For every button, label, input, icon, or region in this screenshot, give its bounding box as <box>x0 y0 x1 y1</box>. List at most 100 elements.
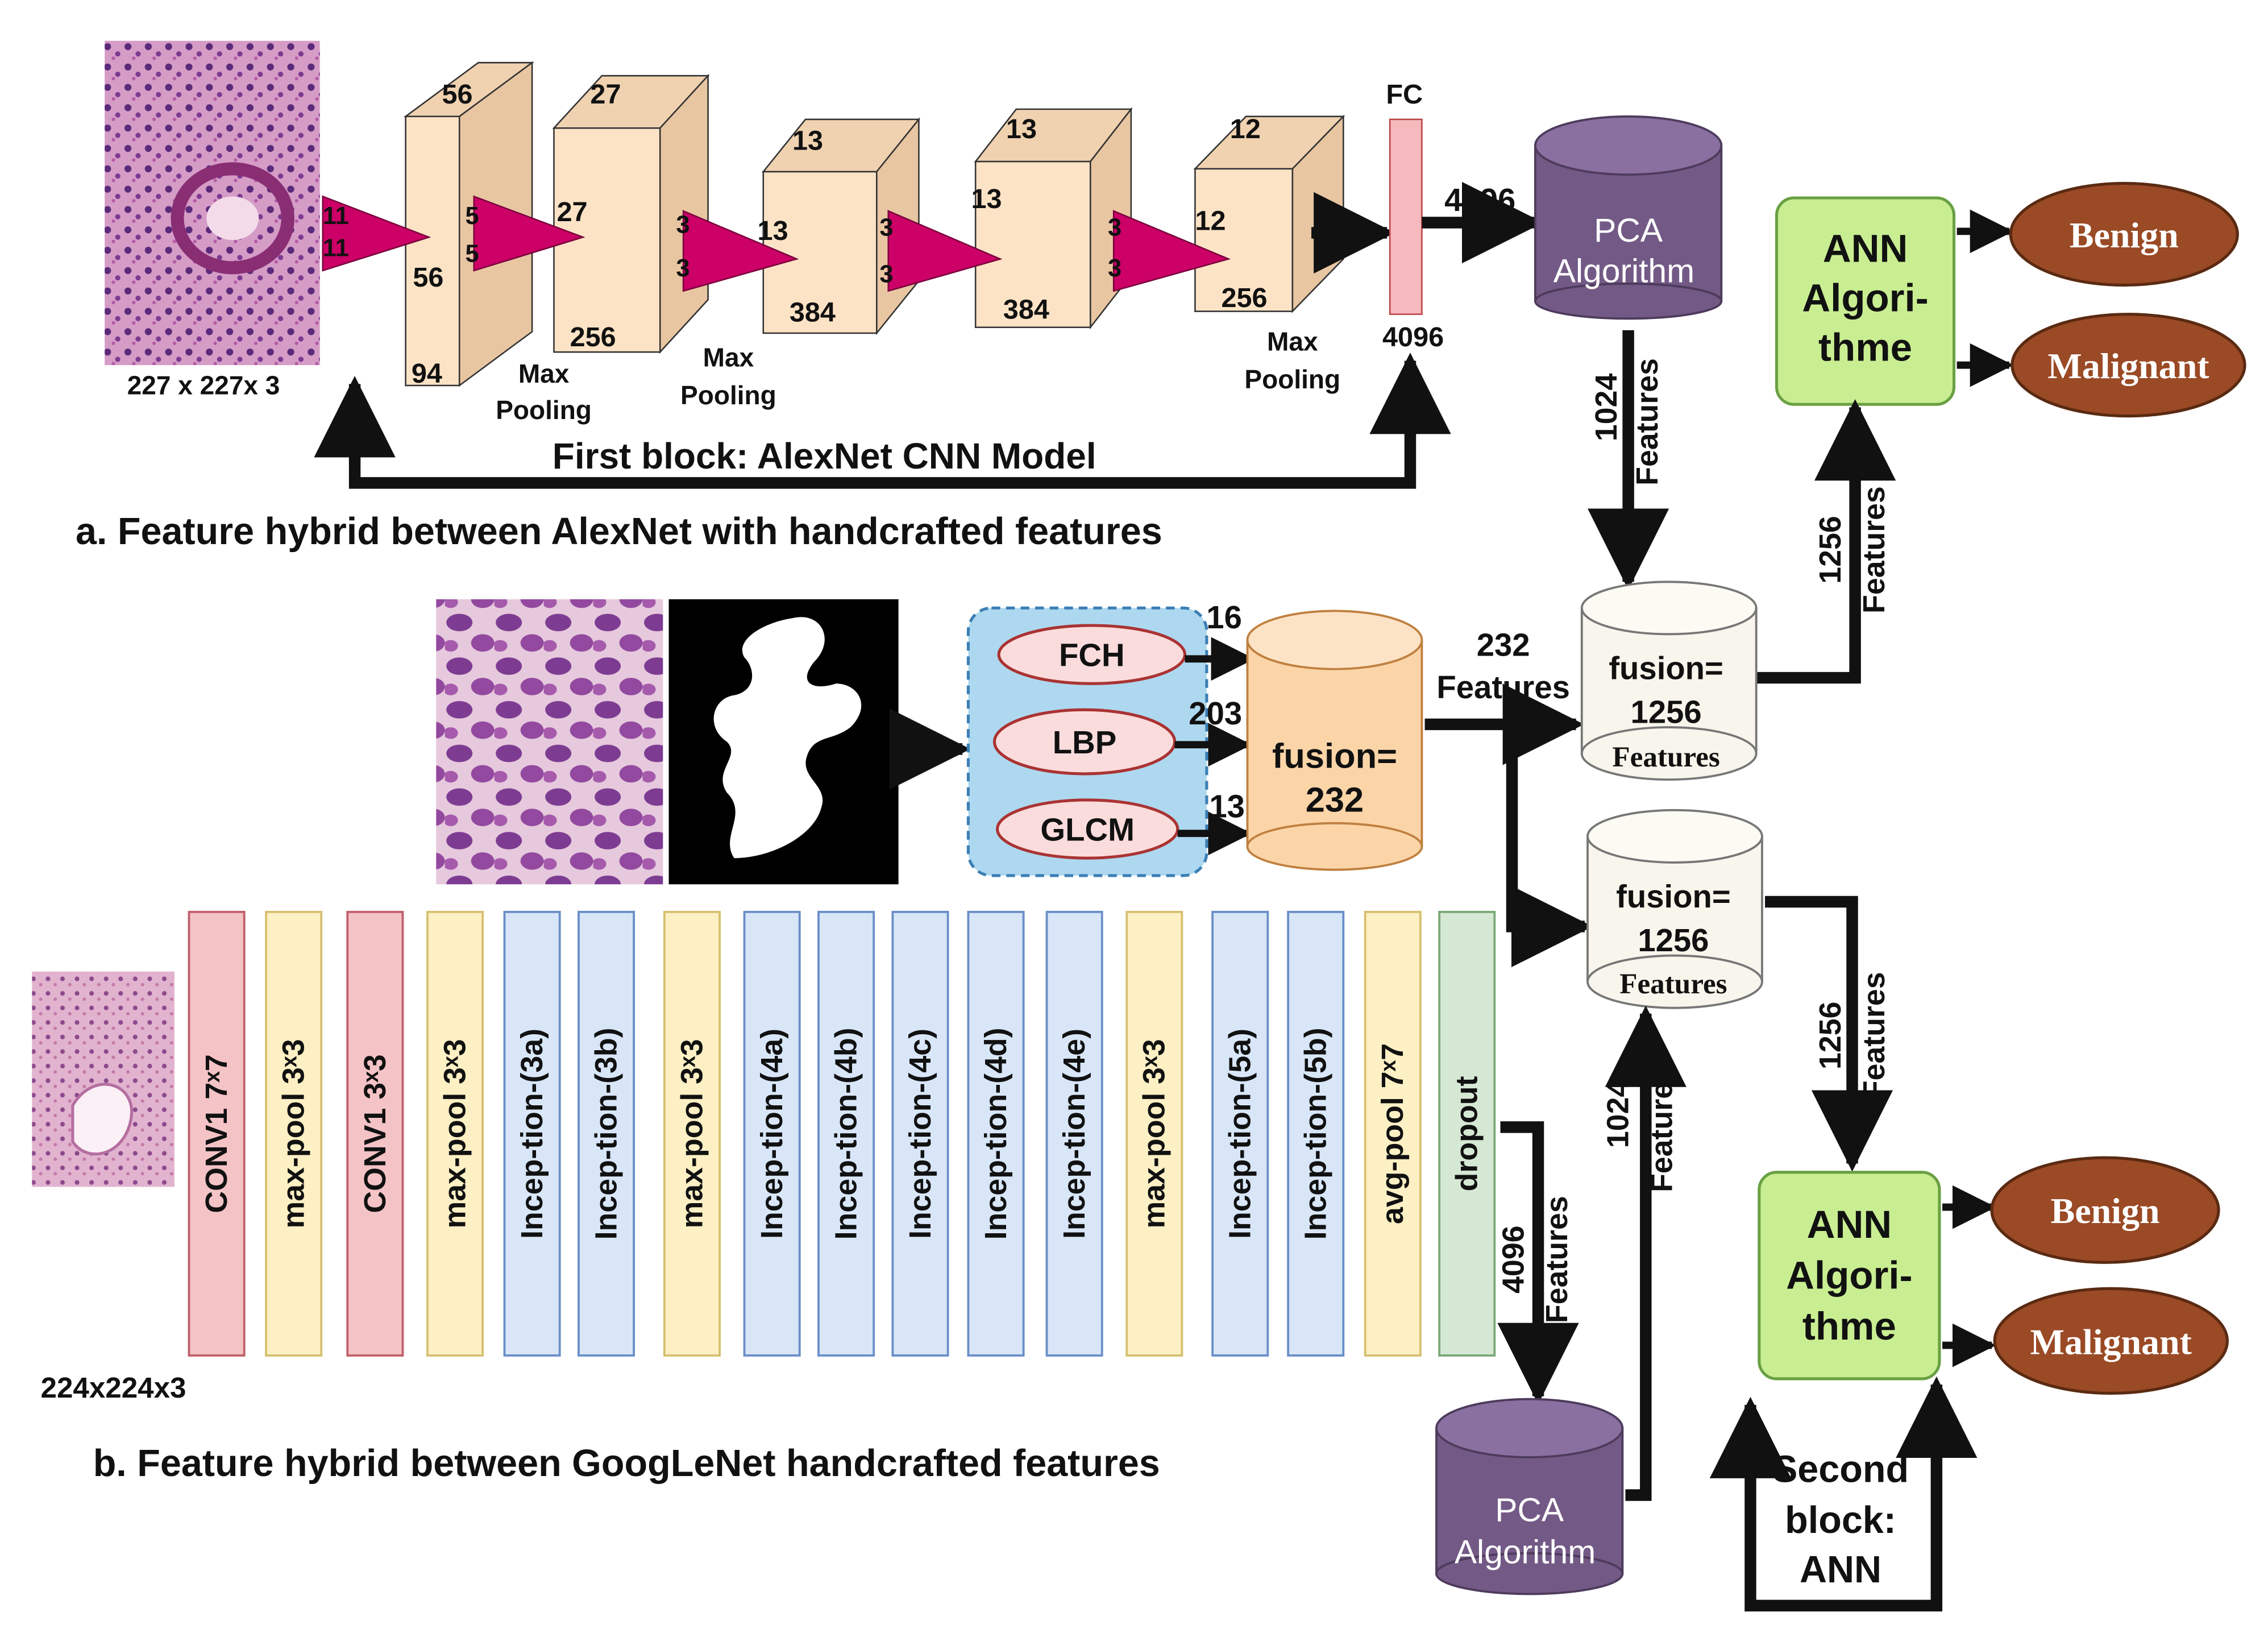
glcm-label: GLCM <box>1040 812 1135 848</box>
max-pooling-2-line2: Pooling <box>680 380 776 410</box>
googlenet-layer-15-label: Incep-tion-(5b) <box>1299 1027 1333 1240</box>
alexnet-input-dimension: 227 x 227x 3 <box>127 370 280 400</box>
pca-top-line2: Algorithm <box>1553 252 1694 289</box>
googlenet-layer-7 <box>663 910 721 1357</box>
arrow-232-to-fusion-bottom <box>1506 724 1593 968</box>
glcm-count: 13 <box>1209 789 1245 824</box>
block-3-top: 13 <box>792 126 823 156</box>
segmentation-mask-image <box>668 599 899 885</box>
googlenet-layer-5 <box>503 910 561 1357</box>
fusion-1256-top-value: 1256 <box>1631 694 1702 729</box>
ann-top-line3: thme <box>1818 325 1912 369</box>
alexnet-conv-block-4 <box>974 107 1133 330</box>
pca-cylinder-bottom <box>1435 1398 1624 1595</box>
features-word-bottom-pca: Features <box>1644 1065 1679 1192</box>
kernel-pyramid-2 <box>473 195 585 272</box>
features-count-1024-bottom: 1024 <box>1601 1080 1635 1149</box>
block-5-top: 12 <box>1230 114 1261 144</box>
googlenet-layer-4 <box>426 910 484 1357</box>
kernel-1-a: 11 <box>323 202 349 230</box>
malignant-label-bottom: Malignant <box>2030 1321 2192 1362</box>
alexnet-input-image <box>105 40 320 366</box>
block-5-side: 12 <box>1195 205 1226 236</box>
lbp-count: 203 <box>1189 695 1242 731</box>
fc-layer <box>1389 118 1423 315</box>
features-word-top-ann: Features <box>1857 486 1891 614</box>
fusion-1256-top-cylinder <box>1580 581 1758 781</box>
block-4-side: 13 <box>971 184 1002 214</box>
pca-top-line1: PCA <box>1594 212 1663 249</box>
googlenet-layer-2-label: max-pool 3ˣ3 <box>277 1039 311 1228</box>
histology-patch-image <box>436 599 663 885</box>
pca-bottom-line2: Algorithm <box>1455 1534 1596 1571</box>
fch-label: FCH <box>1059 637 1125 673</box>
block-4-bottom: 384 <box>1003 294 1049 325</box>
fusion-232-label: fusion= <box>1272 737 1397 776</box>
pca-bottom-line1: PCA <box>1495 1492 1564 1529</box>
pca-cylinder-top <box>1534 115 1723 320</box>
kernel-2-a: 5 <box>465 202 479 230</box>
googlenet-layer-15 <box>1287 910 1345 1357</box>
second-block-bracket <box>1709 1376 1978 1612</box>
fusion-1256-top-label: fusion= <box>1609 650 1723 686</box>
ann-bottom-line1: ANN <box>1807 1202 1892 1246</box>
googlenet-layer-13-label: max-pool 3ˣ3 <box>1137 1039 1172 1228</box>
fusion-1256-bottom-value: 1256 <box>1638 922 1709 958</box>
googlenet-layer-10 <box>891 910 949 1357</box>
count-232: 232 <box>1477 627 1530 663</box>
first-block-label: First block: AlexNet CNN Model <box>553 436 1096 476</box>
kernel-3-a: 3 <box>676 211 689 238</box>
block-1-bottom: 94 <box>412 358 442 389</box>
malignant-ellipse-top <box>2011 313 2246 418</box>
googlenet-layer-3 <box>346 910 404 1357</box>
features-count-1256-top: 1256 <box>1813 516 1847 583</box>
kernel-4-a: 3 <box>879 214 893 242</box>
arrow-fusion-bottom-to-ann <box>1765 896 1893 1172</box>
googlenet-layer-8-label: Incep-tion-(4a) <box>755 1029 789 1239</box>
googlenet-layer-2 <box>265 910 323 1357</box>
googlenet-layer-16 <box>1364 910 1422 1357</box>
fusion-1256-top-word: Features <box>1612 741 1719 773</box>
block-3-side: 13 <box>758 215 788 246</box>
fusion-1256-bottom-word: Features <box>1619 968 1727 1000</box>
googlenet-layer-9 <box>817 910 875 1357</box>
features-word-top-pca: Features <box>1630 358 1664 486</box>
second-block-line1: Second <box>1772 1448 1909 1490</box>
max-pooling-1-line2: Pooling <box>496 395 592 425</box>
block-1-side: 56 <box>413 262 443 293</box>
second-block-line2: block: <box>1785 1499 1896 1541</box>
benign-ellipse-bottom <box>1990 1156 2220 1264</box>
kernel-1-b: 11 <box>323 234 349 262</box>
features-word-4096: Features <box>1540 1196 1574 1323</box>
kernel-pyramid-5 <box>1112 210 1231 292</box>
kernel-5-a: 3 <box>1108 214 1121 242</box>
googlenet-layer-1-label: CONV1 7ˣ7 <box>200 1054 234 1213</box>
benign-ellipse-top <box>2009 181 2239 287</box>
googlenet-layer-12-label: Incep-tion-(4e) <box>1057 1029 1091 1239</box>
features-word-bottom-ann: Features <box>1857 972 1891 1099</box>
googlenet-layer-16-label: avg-pool 7ˣ7 <box>1376 1043 1410 1224</box>
benign-label-bottom: Benign <box>2051 1191 2160 1231</box>
googlenet-input-dimension: 224x224x3 <box>41 1371 186 1404</box>
features-count-1256-bottom: 1256 <box>1813 1002 1847 1070</box>
googlenet-layer-17-label: dropout <box>1450 1076 1484 1191</box>
max-pooling-1-line1: Max <box>518 359 570 388</box>
max-pooling-2-line1: Max <box>703 343 754 372</box>
googlenet-layer-13 <box>1125 910 1183 1357</box>
benign-label-top: Benign <box>2070 215 2179 255</box>
kernel-pyramid-4 <box>887 210 1003 292</box>
count-232-features-word: Features <box>1436 669 1569 705</box>
max-pooling-3-line2: Pooling <box>1244 364 1340 394</box>
googlenet-layer-5-label: Incep-tion-(3a) <box>515 1029 549 1239</box>
kernel-pyramid-3 <box>682 210 799 292</box>
block-2-side: 27 <box>557 197 588 227</box>
arrow-fusion-top-to-ann <box>1756 399 1896 684</box>
glcm-ellipse <box>996 798 1179 860</box>
block-1-top: 56 <box>442 79 473 110</box>
fusion-232-value: 232 <box>1306 780 1364 819</box>
googlenet-layer-4-label: max-pool 3ˣ3 <box>438 1039 472 1228</box>
fch-count: 16 <box>1206 599 1242 635</box>
googlenet-layer-6-label: Incep-tion-(3b) <box>589 1027 623 1240</box>
